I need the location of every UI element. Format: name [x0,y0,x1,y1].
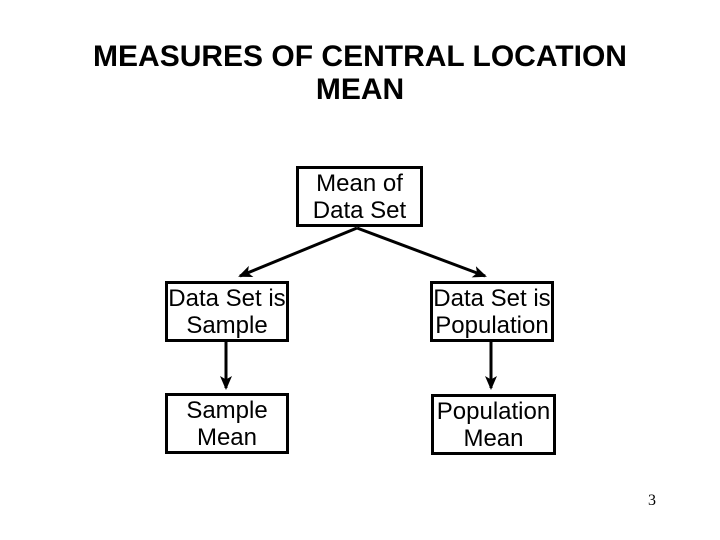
node-label-line: Data Set is [433,284,551,312]
node-label-line: Mean [463,424,524,452]
node-label-line: Mean [196,423,258,451]
node-label-line: Mean of [316,169,403,197]
arrow-root-to-sample [238,226,358,278]
slide-title-line-1: MEASURES OF CENTRAL LOCATION [93,40,627,73]
slide-title: MEASURES OF CENTRAL LOCATION MEAN [0,40,720,106]
node-label-line: Data Set is [168,284,286,312]
node-data-set-is-population: Data Set is Population [430,281,554,342]
node-label-line: Data Set [312,196,407,224]
node-label-line: Population [435,311,549,339]
slide-title-line-2: MEAN [315,73,405,106]
node-label-line: Sample [186,311,268,339]
node-sample-mean: Sample Mean [165,393,289,454]
node-population-mean: Population Mean [431,394,556,455]
page-number: 3 [648,492,656,509]
arrow-root-to-population [356,226,487,278]
node-mean-of-data-set: Mean of Data Set [296,166,423,227]
node-label-line: Population [436,397,551,425]
node-data-set-is-sample: Data Set is Sample [165,281,289,342]
node-label-line: Sample [186,396,268,424]
